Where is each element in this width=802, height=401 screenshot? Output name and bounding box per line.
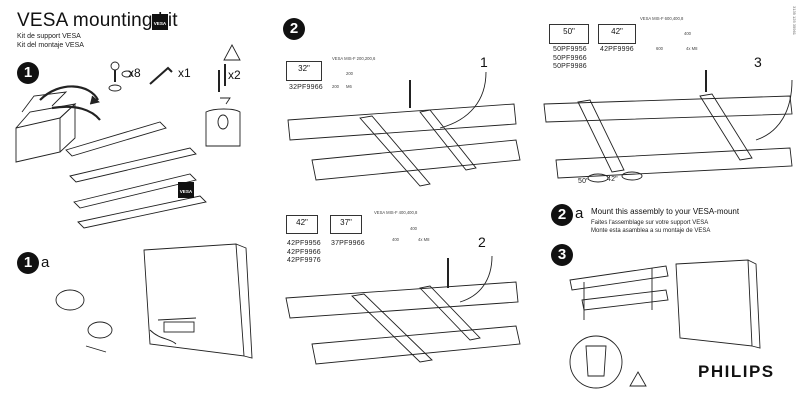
models-50-list: 50PF9956 50PF9966 50PF9986 bbox=[553, 46, 587, 72]
bolts-count: x2 bbox=[228, 68, 241, 82]
hole-position-3: 3 bbox=[754, 54, 762, 70]
screen-size-box-37: 37" bbox=[330, 215, 362, 234]
subtitle-spanish: Kit del montaje VESA bbox=[17, 42, 84, 49]
svg-text:VESA MIS-F 200,200,6: VESA MIS-F 200,200,6 bbox=[332, 56, 376, 61]
document-title: VESA mounting kit bbox=[17, 10, 178, 31]
vesa-logo-small-text: VESA bbox=[179, 189, 193, 194]
warning-triangle-bottom bbox=[629, 371, 647, 387]
model-50pf9956: 50PF9956 bbox=[553, 46, 587, 53]
svg-text:400: 400 bbox=[410, 226, 418, 231]
screen-size-42b-label: 42" bbox=[611, 27, 623, 36]
allen-key-illustration bbox=[149, 66, 173, 85]
hole-position-2: 2 bbox=[478, 234, 486, 250]
mount-instruction-fr: Faites l'assemblage sur votre support VE… bbox=[591, 220, 709, 226]
screws-count: x8 bbox=[128, 66, 141, 80]
model-37pf9966: 37PF9966 bbox=[331, 240, 365, 247]
document-code: 3139 125 35961 bbox=[792, 6, 797, 35]
model-42pf9966: 42PF9966 bbox=[287, 248, 321, 256]
screen-size-box-42: 42" bbox=[286, 215, 318, 234]
svg-text:VESA MIS-F 400,400,8: VESA MIS-F 400,400,8 bbox=[374, 210, 418, 215]
svg-text:M6: M6 bbox=[346, 84, 352, 89]
philips-logo: PHILIPS bbox=[698, 362, 775, 381]
step-2a-letter: a bbox=[575, 205, 584, 222]
svg-text:200: 200 bbox=[332, 84, 340, 89]
mount-instruction-en: Mount this assembly to your VESA-mount bbox=[591, 207, 740, 216]
frame-panel-3 bbox=[543, 70, 793, 183]
vesa-logo-small: VESA bbox=[178, 182, 194, 198]
svg-text:4x M8: 4x M8 bbox=[418, 237, 430, 242]
frame-panel-2 bbox=[287, 71, 521, 187]
mount-instruction-es: Monte esta asamblea a su montaje de VESA bbox=[591, 228, 711, 234]
screen-size-37-label: 37" bbox=[340, 218, 352, 227]
bolt-illustration bbox=[205, 64, 241, 147]
svg-text:200: 200 bbox=[346, 71, 354, 76]
hole-position-1: 1 bbox=[480, 54, 488, 70]
screw-illustration bbox=[108, 61, 133, 92]
step-1-badge: 1 bbox=[17, 62, 39, 84]
model-42pf9956: 42PF9956 bbox=[287, 240, 321, 247]
svg-text:400: 400 bbox=[684, 31, 692, 36]
step-2a-badge: 2 bbox=[551, 204, 573, 226]
assembled-mount-illustration bbox=[569, 259, 761, 389]
models-42-list: 42PF9956 42PF9966 42PF9976 bbox=[287, 240, 321, 266]
model-42pf9996: 42PF9996 bbox=[600, 46, 634, 53]
frame-panel-2b bbox=[285, 255, 521, 365]
vesa-logo-text: VESA bbox=[153, 21, 167, 26]
model-50pf9986: 50PF9986 bbox=[553, 63, 587, 70]
allen-key-count: x1 bbox=[178, 66, 191, 80]
step-3-badge: 3 bbox=[551, 244, 573, 266]
svg-text:VESA MIS-F 600,400,8: VESA MIS-F 600,400,8 bbox=[640, 16, 684, 21]
svg-text:600: 600 bbox=[656, 46, 664, 51]
svg-text:4x M8: 4x M8 bbox=[686, 46, 698, 51]
screen-size-32-label: 32" bbox=[298, 64, 310, 73]
hand-illustration bbox=[55, 289, 177, 353]
angle-label-42: 42" bbox=[607, 176, 618, 183]
model-42pf9976: 42PF9976 bbox=[287, 257, 321, 264]
screen-size-box-32: 32" bbox=[286, 61, 322, 81]
vesa-logo-badge: VESA bbox=[152, 14, 168, 30]
tv-back-illustration bbox=[143, 243, 253, 359]
step-1a-badge: 1 bbox=[17, 252, 39, 274]
warning-triangle-top bbox=[223, 44, 241, 61]
screen-size-box-42b: 42" bbox=[598, 24, 636, 44]
svg-text:400: 400 bbox=[392, 237, 400, 242]
screen-size-50-label: 50" bbox=[563, 27, 575, 36]
screen-size-42-label: 42" bbox=[296, 218, 308, 227]
screen-size-box-50: 50" bbox=[549, 24, 589, 44]
kit-box-illustration bbox=[15, 85, 101, 163]
angle-label-50: 50" bbox=[578, 178, 589, 185]
model-50pf9966: 50PF9966 bbox=[553, 54, 587, 62]
subtitle-french: Kit de support VESA bbox=[17, 33, 81, 40]
mounting-rails bbox=[65, 121, 207, 229]
step-1a-letter: a bbox=[41, 254, 50, 271]
model-32pf9966: 32PF9966 bbox=[289, 84, 323, 91]
step-2-badge: 2 bbox=[283, 18, 305, 40]
